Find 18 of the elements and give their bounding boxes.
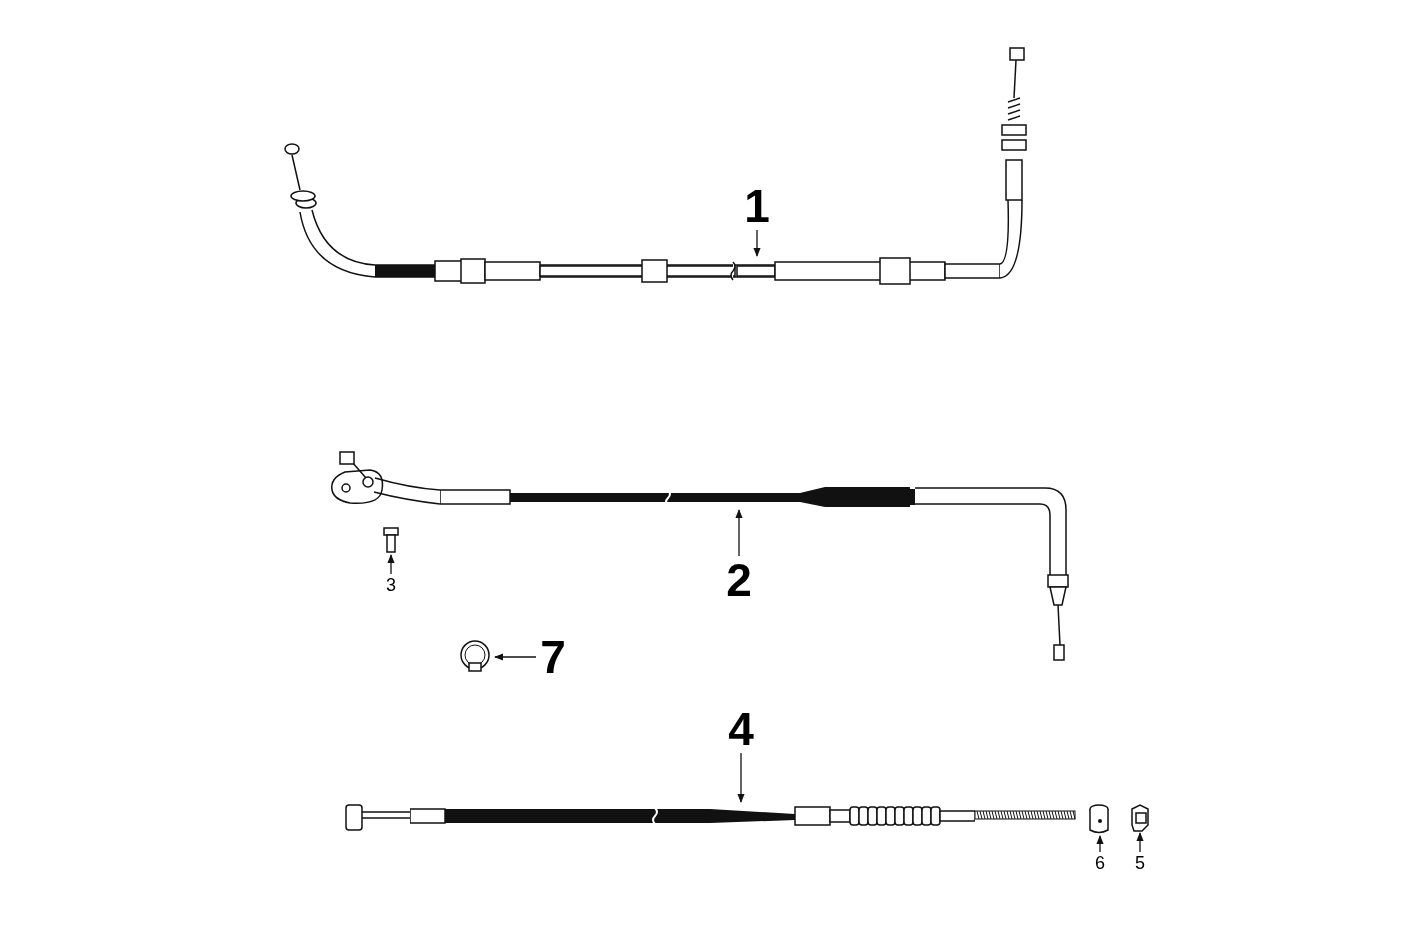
- leader-arrow: [1096, 835, 1104, 853]
- leader-arrow: [494, 653, 537, 661]
- nut-drawing: [1128, 803, 1152, 833]
- callout-number: 4: [724, 705, 758, 753]
- leader-arrow: [753, 229, 761, 257]
- callout-number: 1: [740, 182, 774, 230]
- leader-arrow: [1136, 832, 1144, 853]
- cable-drawing: [375, 256, 1000, 286]
- leader-arrow: [737, 752, 745, 803]
- callout-number: 5: [1132, 852, 1148, 874]
- collar-drawing: [1088, 803, 1110, 836]
- callout-number: 2: [722, 556, 756, 604]
- leader-arrow: [387, 554, 395, 575]
- cable-drawing: [440, 484, 915, 510]
- callout-number: 3: [383, 574, 399, 596]
- callout-number: 6: [1092, 852, 1108, 874]
- leader-arrow: [735, 509, 743, 557]
- callout-number: 7: [536, 633, 570, 681]
